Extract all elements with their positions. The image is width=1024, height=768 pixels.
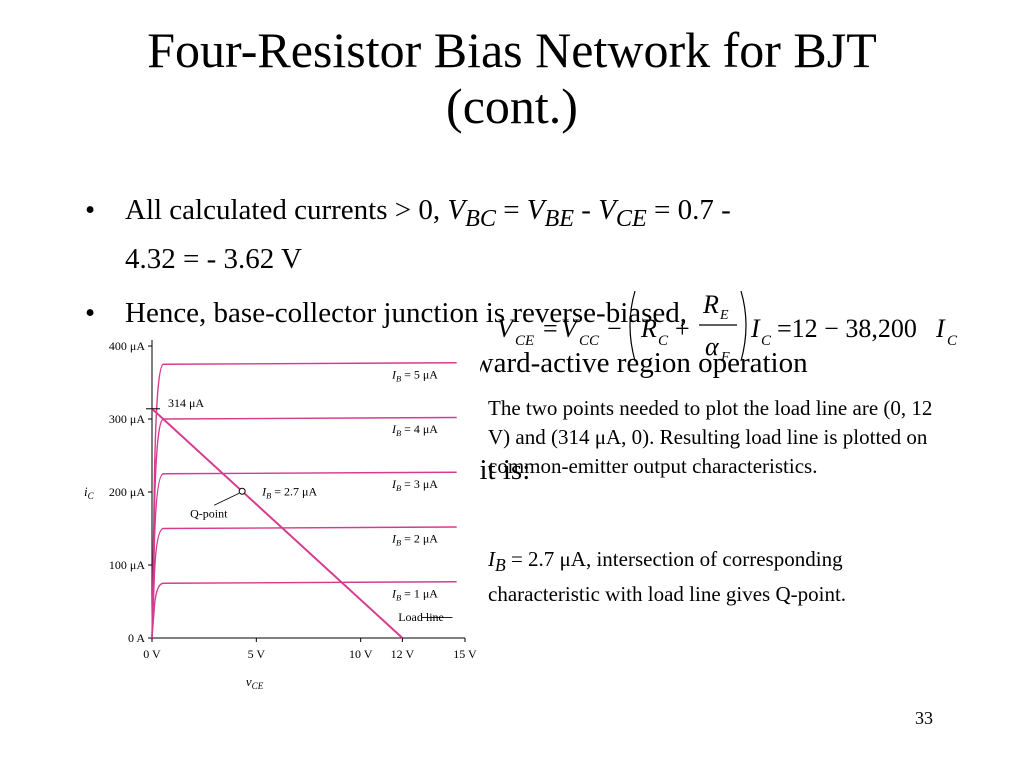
y-tick-label: 200 μA <box>109 485 145 499</box>
output-characteristics-chart: 0 A 100 μA 200 μA 300 μA 400 μA 0 V 5 V 10 V 12 … <box>80 328 480 698</box>
eq-r: R <box>640 314 657 343</box>
eq-sub-f: F <box>720 350 730 365</box>
x-tick-label: 5 V <box>248 647 266 661</box>
bullet-list: All calculated currents > 0, VBC = VBE -… <box>85 190 955 333</box>
curve-label: IB = 3 μA <box>391 477 438 493</box>
characteristic-curve <box>151 581 457 639</box>
q-point-marker <box>238 487 246 495</box>
y-tick-label: 300 μA <box>109 412 145 426</box>
eq-i: I <box>750 314 761 343</box>
title-line-1: Four-Resistor Bias Network for BJT <box>147 22 877 78</box>
characteristic-curve <box>151 362 457 639</box>
page-number: 33 <box>915 708 933 728</box>
intercept-label: 314 μA <box>168 396 204 410</box>
eq-sub-c: C <box>658 333 669 349</box>
eq-rhs: =12 − 38,200 <box>777 314 917 343</box>
eq-plus: + <box>675 314 690 343</box>
x-tick-label: 10 V <box>349 647 373 661</box>
eq-paren-left <box>629 290 636 362</box>
bullet-currents-tail: = 0.7 - <box>646 194 731 226</box>
load-line-label: Load line <box>398 610 444 624</box>
sub-ce: CE <box>615 204 647 232</box>
eq-v2: V <box>561 314 580 343</box>
characteristic-curve <box>151 526 457 639</box>
curve-label: IB = 2 μA <box>391 532 438 548</box>
y-tick-label: 0 A <box>128 631 145 645</box>
sub-bc: BC <box>465 204 496 232</box>
eq-alpha: α <box>705 332 720 361</box>
x-tick-label: 12 V <box>391 647 415 661</box>
y-axis-title: iC <box>84 484 95 501</box>
v-symbol: V <box>598 194 616 226</box>
slide-title: Four-Resistor Bias Network for BJT (cont… <box>20 22 1004 134</box>
x-tick-label: 15 V <box>453 647 477 661</box>
q-point-label: Q-point <box>190 506 228 520</box>
equals-sign: = <box>495 194 527 226</box>
eq-re: R <box>702 290 719 319</box>
curve-label: IB = 1 μA <box>391 586 438 602</box>
curve-label: IB = 5 μA <box>391 367 438 383</box>
bullet-reverse-biased: Hence, base-collector junction is revers… <box>85 293 995 333</box>
note-q-point: IB = 2.7 μA, intersection of correspondi… <box>488 545 948 609</box>
forward-active-fragment: rward-active region operation <box>463 347 808 379</box>
eq-sub-ce: CE <box>515 333 534 349</box>
eq-v: V <box>497 314 516 343</box>
y-tick-label: 400 μA <box>109 339 145 353</box>
characteristic-curve <box>151 471 457 639</box>
x-axis-title: vCE <box>246 674 264 691</box>
q-point-leader <box>213 492 240 506</box>
eq-sub-c-i: C <box>761 333 772 349</box>
bullet-reverse-biased-text: Hence, base-collector junction is revers… <box>125 297 688 329</box>
eq-minus: − <box>607 314 622 343</box>
bullet-currents-line2: 4.32 = - 3.62 V <box>125 242 302 275</box>
note-i-symbol: I <box>488 547 495 571</box>
sub-be: BE <box>544 204 575 232</box>
eq-sub-cc: CC <box>579 333 600 349</box>
note-q-point-text: = 2.7 μA, intersection of corresponding … <box>488 547 847 607</box>
chart-svg: 0 A 100 μA 200 μA 300 μA 400 μA 0 V 5 V 10 V 12 … <box>84 339 477 691</box>
note-sub-b: B <box>495 555 506 576</box>
eq-sub-e: E <box>719 308 729 323</box>
x-tick-label: 0 V <box>143 647 161 661</box>
v-symbol: V <box>526 194 545 226</box>
load-line-equation: V CE = V CC − R C + R E α F I C =12 − 38… <box>497 290 958 365</box>
bullet-currents-text: All calculated currents > 0, <box>125 194 448 226</box>
curve-label: IB = 4 μA <box>391 422 438 438</box>
eq-sub-c2: C <box>947 333 958 349</box>
load-line <box>151 408 404 639</box>
minus-sign: - <box>574 194 599 226</box>
eq-paren-right <box>740 290 747 362</box>
eq-i2: I <box>935 314 946 343</box>
y-tick-label: 100 μA <box>109 558 145 572</box>
q-point-ib-label: IB = 2.7 μA <box>261 484 317 500</box>
bullet-currents: All calculated currents > 0, VBC = VBE -… <box>85 190 955 279</box>
note-load-line: The two points needed to plot the load l… <box>488 396 933 478</box>
eq-equals: = <box>543 314 558 343</box>
title-line-2: (cont.) <box>446 78 578 134</box>
v-symbol: V <box>447 194 466 226</box>
